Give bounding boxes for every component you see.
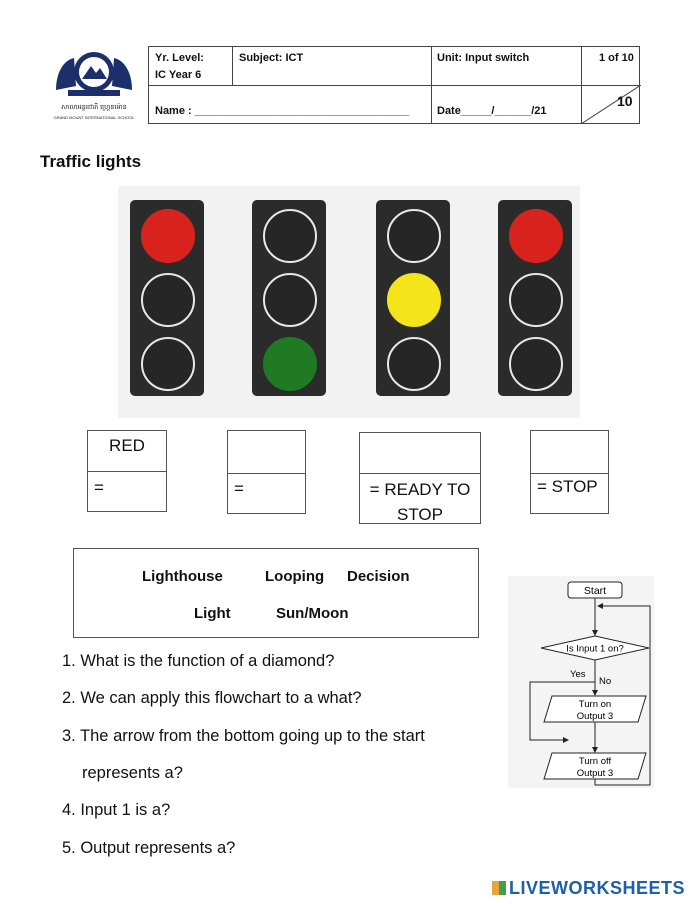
turn-on-output [543, 695, 647, 723]
question-3-continued: represents a? [82, 764, 183, 782]
word-light[interactable]: Light [194, 605, 231, 622]
lamp-off [509, 337, 563, 391]
yellow-lamp-on [387, 273, 441, 327]
score: 10 [617, 93, 633, 109]
green-lamp-on [263, 337, 317, 391]
traffic-light-4 [498, 200, 572, 396]
word-decision[interactable]: Decision [347, 568, 410, 585]
question-1: 1. What is the function of a diamond? [62, 652, 335, 670]
flow-decision: Is Input 1 on? [566, 644, 624, 655]
header-table: Yr. Level: IC Year 6 Subject: ICT Unit: … [148, 46, 641, 124]
answer-box-3[interactable]: = READY TO STOP [359, 432, 481, 524]
flow-action1-line2: Output 3 [577, 711, 613, 722]
question-4: 4. Input 1 is a? [62, 801, 171, 819]
red-lamp-on [141, 209, 195, 263]
score-diagonal [581, 85, 641, 124]
page-title: Traffic lights [40, 152, 142, 171]
question-3: 3. The arrow from the bottom going up to… [62, 727, 425, 745]
page-number: 1 of 10 [599, 52, 634, 64]
brand-text: LIVEWORKSHEETS [509, 878, 686, 898]
flow-action2-line1: Turn off [579, 756, 612, 767]
question-2: 2. We can apply this flowchart to a what… [62, 689, 362, 707]
traffic-lights-image [118, 186, 580, 418]
answer-box-4[interactable]: = STOP [530, 430, 609, 514]
school-logo: សាលាអន្តរជាតិ ហ្គ្រេនម៉ោន GRAND MOUNT IN… [44, 46, 144, 124]
date-field[interactable]: Date_____/______/21 [437, 105, 547, 117]
answer-box-4-bottom: = STOP [537, 477, 598, 496]
answer-box-1-top: RED [109, 436, 145, 455]
answer-box-1[interactable]: RED = [87, 430, 167, 512]
red-lamp-on [509, 209, 563, 263]
year-level-value: IC Year 6 [155, 69, 202, 81]
lamp-off [509, 273, 563, 327]
turn-off-output [543, 752, 647, 780]
answer-box-1-bottom: = [94, 478, 104, 497]
flow-action1-line1: Turn on [579, 699, 611, 710]
traffic-light-1 [130, 200, 204, 396]
loop-back-arrow [594, 603, 651, 786]
answer-box-2[interactable]: = [227, 430, 306, 514]
lamp-off [387, 209, 441, 263]
traffic-light-3 [376, 200, 450, 396]
flow-action2-line2: Output 3 [577, 768, 613, 779]
liveworksheets-icon [492, 881, 506, 895]
word-lighthouse[interactable]: Lighthouse [142, 568, 223, 585]
flow-start: Start [584, 585, 606, 597]
flow-yes: Yes [570, 669, 586, 680]
school-name-khmer: សាលាអន្តរជាតិ ហ្គ្រេនម៉ោន [61, 102, 127, 111]
subject: Subject: ICT [239, 52, 304, 64]
lamp-off [141, 273, 195, 327]
question-5: 5. Output represents a? [62, 839, 236, 857]
traffic-light-2 [252, 200, 326, 396]
name-field[interactable]: Name : _________________________________… [155, 105, 409, 117]
lamp-off [141, 337, 195, 391]
word-bank: Lighthouse Looping Decision Light Sun/Mo… [73, 548, 479, 638]
lamp-off [263, 209, 317, 263]
year-level-label: Yr. Level: [155, 52, 204, 64]
lamp-off [263, 273, 317, 327]
flowchart-image: Start Is Input 1 on? Yes No Turn on Outp… [508, 576, 654, 788]
unit: Unit: Input switch [437, 52, 530, 64]
word-sun-moon[interactable]: Sun/Moon [276, 605, 349, 622]
liveworksheets-logo: LIVEWORKSHEETS [492, 878, 685, 899]
answer-box-2-bottom: = [234, 479, 244, 498]
flow-no: No [599, 676, 611, 687]
word-looping[interactable]: Looping [265, 568, 325, 585]
school-name: GRAND MOUNT INTERNATIONAL SCHOOL [54, 115, 136, 120]
lamp-off [387, 337, 441, 391]
answer-box-3-bottom: = READY TO STOP [369, 480, 471, 524]
